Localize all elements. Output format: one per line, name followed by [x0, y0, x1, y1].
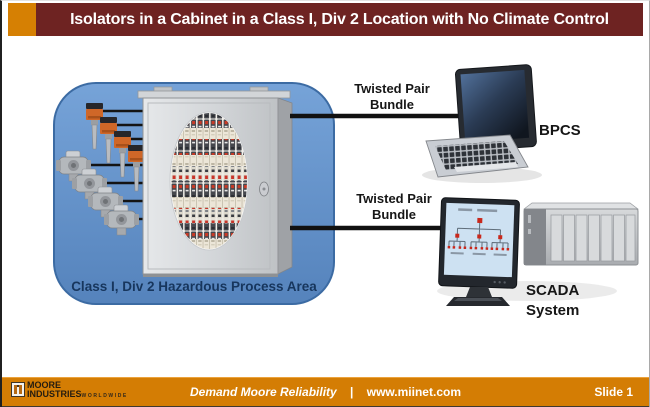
scada-controller-rack [522, 202, 640, 266]
bpcs-computer [422, 64, 542, 183]
bpcs-monitor [454, 64, 537, 152]
scada-connection-label-line2: Bundle [371, 207, 417, 222]
scada-monitor-stand [466, 287, 492, 297]
bpcs-connection-label: Twisted Pair Bundle [327, 81, 457, 113]
moore-logo-text: MOORE INDUSTRIESWORLDWIDE [27, 381, 128, 401]
footer-website-link[interactable]: www.miinet.com [366, 385, 461, 399]
moore-logo-line2: INDUSTRIESWORLDWIDE [27, 389, 128, 400]
scada-label-line1: SCADA [526, 282, 580, 299]
bpcs-connection-label-line1: Twisted Pair [354, 81, 430, 96]
diagram-graphic [53, 64, 640, 306]
scada-monitor [438, 197, 520, 289]
slide-number: Slide 1 [594, 385, 633, 399]
hazardous-area-label: Class I, Div 2 Hazardous Process Area [71, 279, 317, 294]
bpcs-keyboard [425, 134, 529, 178]
bpcs-label: BPCS [539, 122, 581, 139]
footer-center-text: Demand Moore Reliability | www.miinet.co… [2, 385, 649, 399]
slide-title: Isolators in a Cabinet in a Class I, Div… [70, 10, 609, 28]
moore-logo-line1: MOORE [27, 380, 62, 390]
footer-separator: | [350, 385, 354, 399]
scada-station [437, 197, 640, 306]
footer-bar: MOORE INDUSTRIESWORLDWIDE Demand Moore R… [2, 377, 649, 406]
scada-label-line2: System [526, 302, 580, 319]
isolator-modules [171, 113, 247, 249]
isolator-cabinet [137, 86, 293, 277]
footer-slogan: Demand Moore Reliability [190, 385, 337, 399]
moore-logo-icon [11, 382, 25, 397]
title-bar: Isolators in a Cabinet in a Class I, Div… [8, 3, 643, 36]
bundle-wires [290, 113, 462, 231]
scada-connection-label: Twisted Pair Bundle [329, 191, 459, 223]
diagram-area: Twisted Pair Bundle Twisted Pair Bundle … [2, 39, 649, 377]
bpcs-connection-label-line2: Bundle [369, 97, 415, 112]
moore-industries-logo: MOORE INDUSTRIESWORLDWIDE [11, 381, 128, 401]
scada-label: SCADA System [526, 281, 579, 321]
scada-connection-label-line1: Twisted Pair [356, 191, 432, 206]
title-accent-square [8, 3, 36, 36]
moore-logo-worldwide: WORLDWIDE [81, 393, 128, 399]
scada-screen-tree [447, 208, 510, 256]
